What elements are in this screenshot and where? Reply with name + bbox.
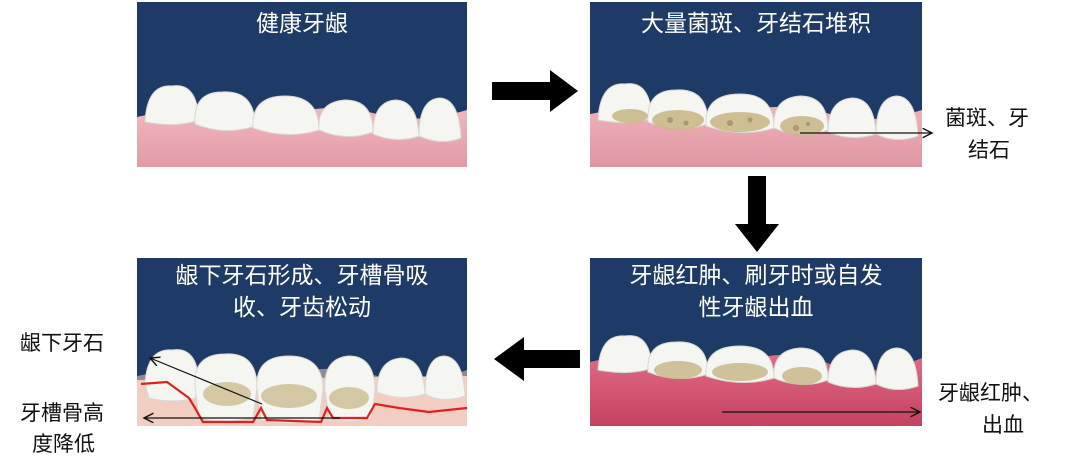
subgingival-pointer-line [150, 358, 263, 405]
label-plaque-line2: 结石 [968, 138, 1010, 162]
panel-bone-loss: 龈下牙石形成、牙槽骨吸 收、牙齿松动 [137, 258, 467, 426]
panel-gum-bleeding: 牙龈红肿、刷牙时或自发 性牙龈出血 [590, 258, 922, 426]
arrow-right-icon [492, 70, 578, 112]
arrow-left-icon [494, 337, 580, 381]
bleeding-gums-illustration [590, 335, 922, 426]
panel-title: 大量菌斑、牙结石堆积 [641, 11, 871, 37]
label-bone-line1: 牙槽骨高 [20, 401, 104, 425]
panel-title-line2: 收、牙齿松动 [233, 295, 371, 321]
panel-title-line1: 牙龈红肿、刷牙时或自发 [629, 263, 883, 289]
label-subgingival-calculus: 龈下牙石 [20, 331, 104, 355]
bone-loss-illustration [137, 349, 467, 426]
panel-title-line2: 性牙龈出血 [698, 295, 814, 321]
label-swelling-line2: 出血 [982, 413, 1024, 437]
panel-title: 健康牙龈 [256, 11, 348, 37]
label-plaque-line1: 菌斑、牙 [945, 106, 1029, 130]
panel-plaque-calculus: 大量菌斑、牙结石堆积 [590, 2, 922, 167]
arrow-down-icon [735, 176, 779, 252]
panel-healthy-gums: 健康牙龈 [137, 2, 467, 167]
healthy-teeth-illustration [137, 85, 467, 167]
plaque-teeth-illustration [590, 83, 922, 167]
label-swelling-line1: 牙龈红肿、 [938, 381, 1043, 405]
label-bone-line2: 度降低 [32, 432, 95, 456]
panel-title-line1: 龈下牙石形成、牙槽骨吸 [175, 263, 429, 289]
